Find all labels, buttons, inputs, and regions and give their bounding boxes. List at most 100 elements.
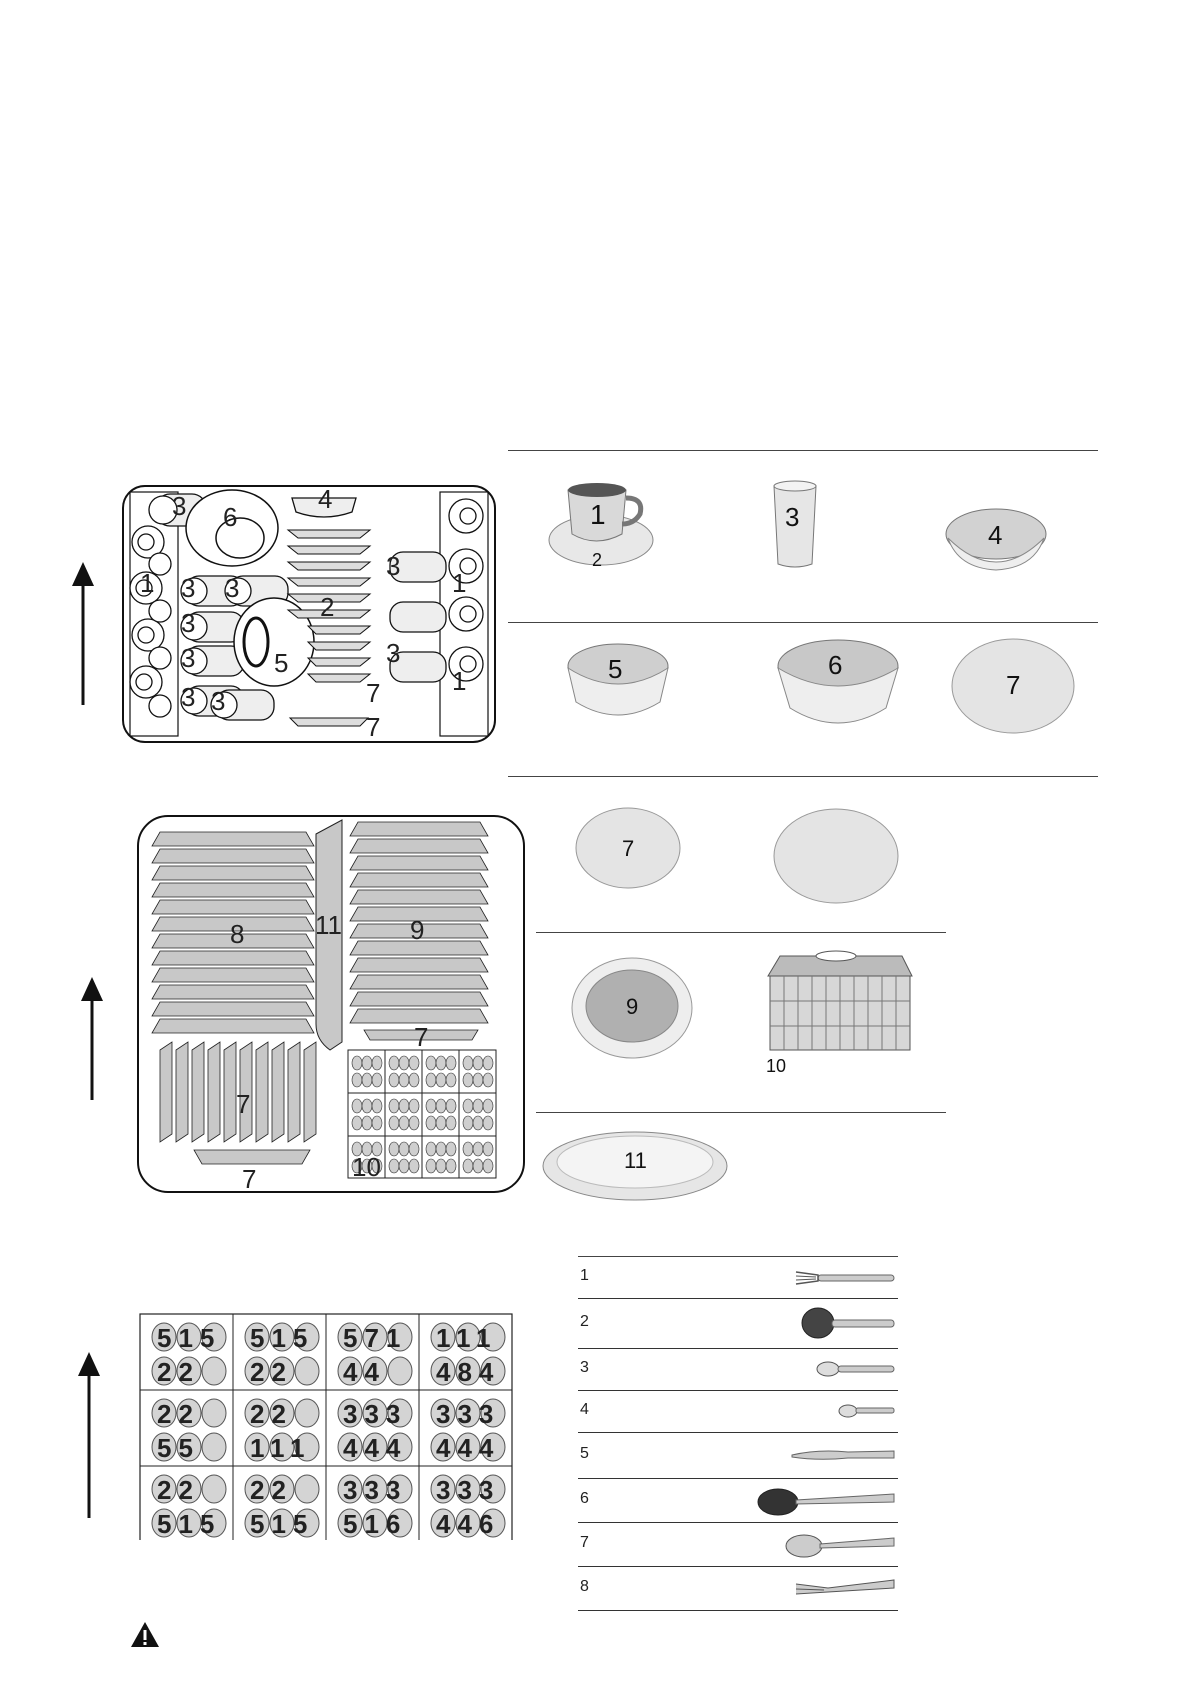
medium-bowl-illustration: 5 (567, 643, 669, 716)
basket-slot (387, 1322, 413, 1352)
large-bowl-label: 6 (828, 650, 842, 680)
basket-slot (294, 1432, 320, 1462)
basket-slot (294, 1322, 320, 1352)
basket-cell-label: 333 (436, 1475, 500, 1505)
serving-fork-icon (795, 1579, 895, 1595)
cup-label: 1 (590, 499, 606, 530)
basket-slot (337, 1508, 363, 1538)
basket-slot (387, 1474, 413, 1504)
basket-slot (269, 1508, 295, 1538)
basket-cell-label: 333 (343, 1399, 407, 1429)
knife-icon (791, 1450, 895, 1460)
tablespoon-icon (785, 1534, 895, 1558)
cutlery-row-serving-spoon: 6 (578, 1478, 898, 1523)
basket-cell-label: 444 (436, 1433, 500, 1463)
cutlery-basket-label: 10 (766, 1056, 786, 1076)
basket-slot (151, 1508, 177, 1538)
basket-slot (244, 1474, 270, 1504)
basket-slot (176, 1356, 202, 1386)
basket-slot (480, 1398, 506, 1428)
basket-slot (269, 1474, 295, 1504)
soup-plate-illustration: 9 (571, 957, 693, 1059)
dessert-plate-large-illustration: 7 (951, 638, 1075, 734)
teaspoon-icon (816, 1361, 895, 1377)
divider (536, 932, 946, 933)
basket-slot (362, 1508, 388, 1538)
basket-slot (387, 1432, 413, 1462)
basket-slot (430, 1474, 456, 1504)
basket-slot (269, 1356, 295, 1386)
basket-slot (294, 1508, 320, 1538)
basket-slot (176, 1474, 202, 1504)
basket-slot (176, 1322, 202, 1352)
plate-illustration (773, 808, 899, 904)
lower-rack-frame (137, 815, 525, 1193)
basket-cell-label: 22 (157, 1357, 200, 1387)
basket-slot (201, 1474, 227, 1504)
cutlery-number: 6 (580, 1490, 589, 1507)
basket-cell-label: 515 (157, 1509, 221, 1539)
basket-slot (337, 1432, 363, 1462)
cutlery-row-tablespoon: 7 (578, 1522, 898, 1567)
basket-slot (294, 1398, 320, 1428)
upper-label-3g: 3 (211, 686, 225, 716)
divider (508, 450, 1098, 451)
basket-slot (387, 1356, 413, 1386)
basket-slot (480, 1322, 506, 1352)
upper-label-3d: 3 (181, 608, 195, 638)
basket-slot (455, 1474, 481, 1504)
basket-cell-label: 333 (436, 1399, 500, 1429)
medium-bowl-label: 5 (608, 654, 622, 684)
basket-slot (455, 1322, 481, 1352)
basket-slot (201, 1398, 227, 1428)
basket-slot (269, 1322, 295, 1352)
lower-label-7b: 7 (236, 1089, 250, 1119)
basket-slot (337, 1474, 363, 1504)
basket-slot (387, 1398, 413, 1428)
basket-cell-label: 22 (157, 1475, 200, 1505)
basket-cell-label: 22 (250, 1357, 293, 1387)
cutlery-row-ladle: 2 (578, 1298, 898, 1349)
basket-slot (201, 1322, 227, 1352)
glass-label: 3 (785, 502, 799, 532)
upper-label-3i: 3 (386, 638, 400, 668)
basket-slot (337, 1356, 363, 1386)
basket-cell-label: 22 (157, 1399, 200, 1429)
upper-label-3f: 3 (181, 682, 195, 712)
upper-label-2: 2 (320, 592, 334, 622)
basket-cell-label: 446 (436, 1509, 500, 1539)
basket-slot (455, 1432, 481, 1462)
basket-cell-label: 44 (343, 1357, 386, 1387)
basket-slot (455, 1398, 481, 1428)
basket-slot (269, 1398, 295, 1428)
basket-cell-label: 515 (250, 1323, 314, 1353)
basket-slot (151, 1432, 177, 1462)
cutlery-basket-illustration: 10 (766, 950, 913, 1076)
upper-label-3e: 3 (181, 643, 195, 673)
divider (508, 776, 1098, 777)
cutlery-number: 7 (580, 1534, 589, 1551)
soup-plate-label: 9 (626, 994, 638, 1019)
cutlery-number: 4 (580, 1401, 589, 1418)
upper-label-1b: 1 (452, 568, 466, 598)
cutlery-number: 2 (580, 1313, 589, 1330)
basket-slot (201, 1432, 227, 1462)
cutlery-row-coffee-spoon: 4 (578, 1390, 898, 1433)
basket-slot (176, 1432, 202, 1462)
basket-slot (430, 1432, 456, 1462)
fork-icon (795, 1271, 895, 1285)
upper-label-5: 5 (274, 648, 288, 678)
large-bowl-illustration: 6 (777, 639, 899, 724)
basket-cell-label: 444 (343, 1433, 407, 1463)
upper-rack-frame (122, 485, 496, 743)
upper-label-3b: 3 (181, 573, 195, 603)
basket-cell-label: 515 (250, 1509, 314, 1539)
direction-arrow-icon (81, 977, 103, 1100)
basket-slot (269, 1432, 295, 1462)
serving-spoon-icon (757, 1488, 895, 1516)
upper-rack-diagram: 3 6 4 1 3 3 3 3 3 3 2 5 3 3 1 1 7 7 (72, 484, 496, 743)
basket-cell-label: 111 (436, 1323, 498, 1353)
lower-label-8: 8 (230, 919, 244, 949)
basket-slot (151, 1322, 177, 1352)
small-bowl-label: 4 (988, 520, 1002, 550)
